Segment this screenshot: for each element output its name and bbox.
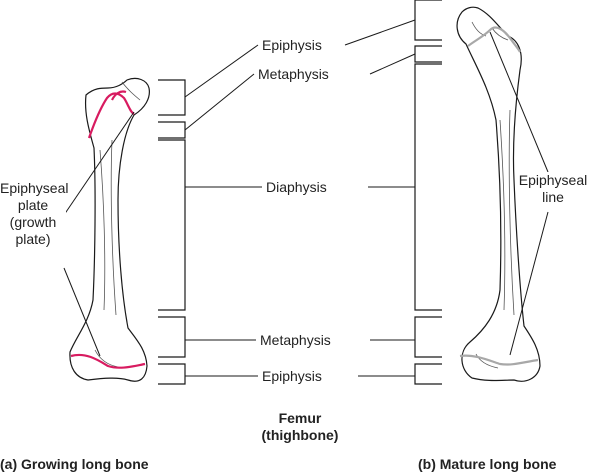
femur-title-line-2: (thighbone) — [261, 427, 339, 443]
label-epiphyseal-line: Epiphyseal line — [518, 172, 588, 206]
mature-femur-outline — [456, 6, 541, 382]
epiphyseal-line-marks — [459, 26, 539, 366]
epiphyseal-line-bottom — [459, 354, 539, 366]
epiphyseal-line-top — [467, 26, 521, 53]
right-bracket-diaphysis — [414, 63, 442, 311]
growing-femur-bone — [69, 77, 150, 382]
femur-title: Femur (thighbone) — [250, 410, 350, 444]
label-epiphyseal-plate: Epiphyseal plate (growth plate) — [0, 180, 69, 248]
right-bracket-metaphysis-bottom — [414, 316, 442, 358]
label-epiphyseal-line-line-2: line — [542, 189, 564, 205]
growing-femur-shading — [94, 81, 141, 368]
right-bracket-epiphysis-top — [414, 0, 442, 41]
growth-plate-bottom — [70, 353, 146, 369]
growth-plate-lines — [70, 90, 146, 369]
label-epiphyseal-plate-line-4: plate) — [15, 231, 51, 247]
left-bracket-epiphysis-bottom — [158, 363, 186, 385]
left-bracket-metaphysis-bottom — [158, 316, 186, 358]
left-bracket-epiphysis-top — [158, 79, 186, 116]
label-epiphyseal-plate-line-1: Epiphyseal — [0, 180, 69, 196]
left-bracket-diaphysis — [158, 139, 186, 311]
growing-femur-outline — [69, 77, 150, 382]
right-brackets — [414, 0, 442, 385]
label-metaphysis-bottom: Metaphysis — [260, 332, 331, 349]
femur-title-line-1: Femur — [278, 410, 322, 426]
label-metaphysis-top: Metaphysis — [258, 66, 329, 83]
caption-growing-bone: (a) Growing long bone — [0, 456, 149, 473]
right-bracket-metaphysis-top — [414, 45, 442, 63]
growth-plate-top — [87, 92, 135, 139]
label-epiphyseal-plate-line-3: (growth — [9, 214, 57, 230]
label-epiphysis-top: Epiphysis — [262, 37, 322, 54]
label-diaphysis: Diaphysis — [266, 179, 327, 196]
left-bracket-metaphysis-top — [158, 121, 186, 139]
caption-mature-bone: (b) Mature long bone — [418, 456, 557, 473]
mature-femur-bone — [456, 6, 541, 382]
label-epiphyseal-line-line-1: Epiphyseal — [518, 172, 588, 188]
growth-plate-top-head — [111, 90, 127, 101]
label-epiphyseal-plate-line-2: plate — [17, 197, 49, 213]
right-bracket-epiphysis-bottom — [414, 363, 442, 385]
left-brackets — [158, 79, 186, 385]
label-epiphysis-bottom: Epiphysis — [262, 368, 322, 385]
leader-lines — [63, 19, 549, 377]
